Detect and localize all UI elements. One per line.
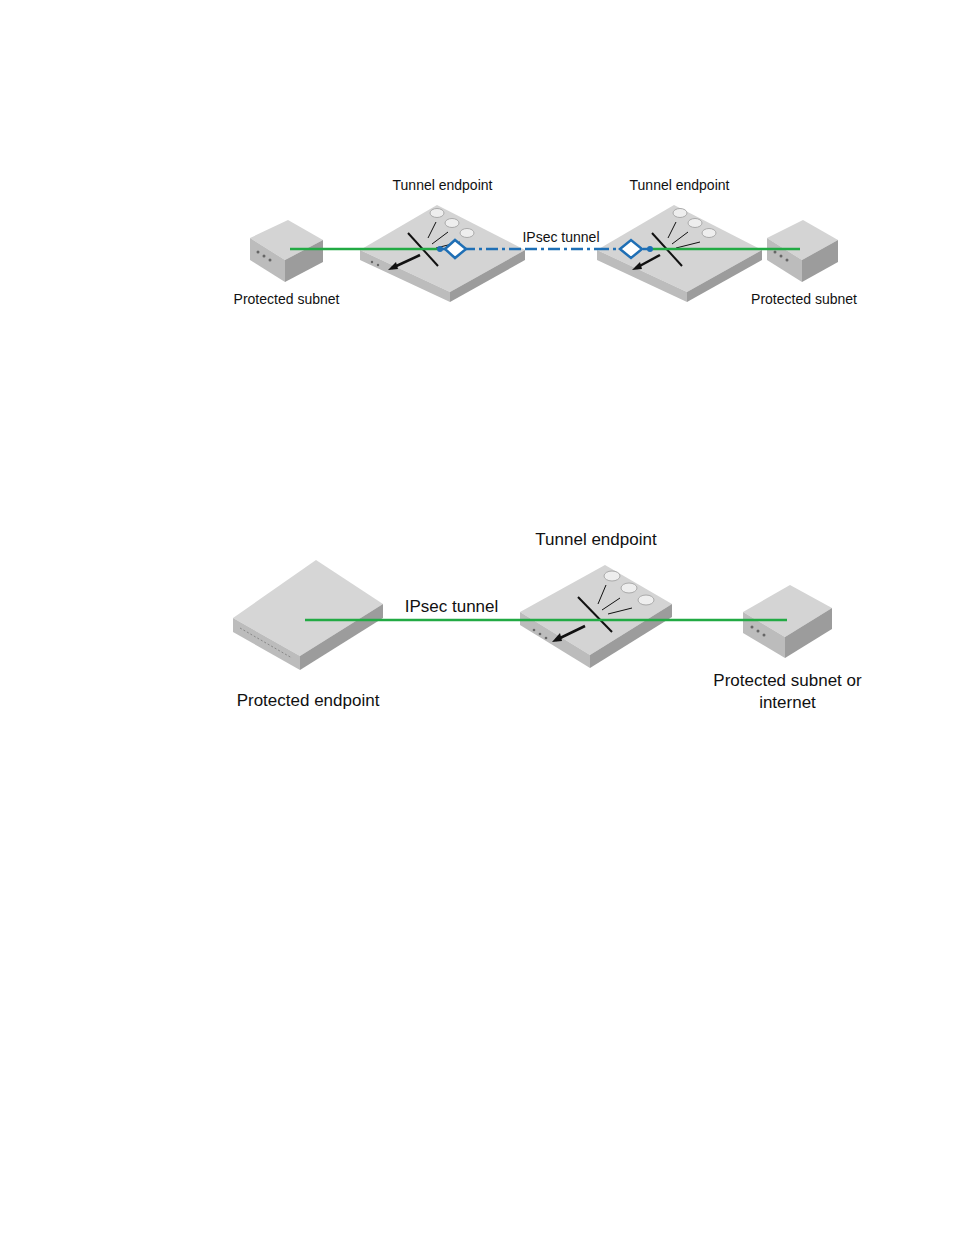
router-device [597,205,762,302]
tunnel-label: IPsec tunnel [405,597,499,617]
ipsec-tunnel-line [525,248,597,251]
tunnel-endpoint-node: Tunnel endpoint [360,202,525,302]
tunnel-endpoint-node: Tunnel endpoint [520,565,672,668]
subnet-device [743,585,832,658]
subnet-device [767,220,838,282]
network-link [323,248,360,251]
router-device [520,565,672,668]
endpoint-device-node: Protected endpoint [233,560,383,670]
device-label: Protected endpoint [237,690,380,712]
device-label: Protected subnet [751,290,857,308]
device-label: Tunnel endpoint [630,176,730,194]
subnet-device-node: Protected subnet or internet [743,585,832,658]
device-label: Tunnel endpoint [535,529,656,551]
router-device [360,205,525,302]
tunnel-endpoint-node: Tunnel endpoint [597,202,762,302]
device-label: Protected subnet or internet [713,670,863,714]
device-label: Protected subnet [234,290,340,308]
subnet-device-node: Protected subnet [770,220,838,282]
network-link [672,619,743,622]
tunnel-label: IPsec tunnel [522,229,599,246]
network-link [762,248,770,251]
subnet-device-node: Protected subnet [250,220,323,282]
endpoint-device [233,560,383,670]
device-label: Tunnel endpoint [393,176,493,194]
network-link [383,619,520,622]
subnet-device [250,220,323,282]
